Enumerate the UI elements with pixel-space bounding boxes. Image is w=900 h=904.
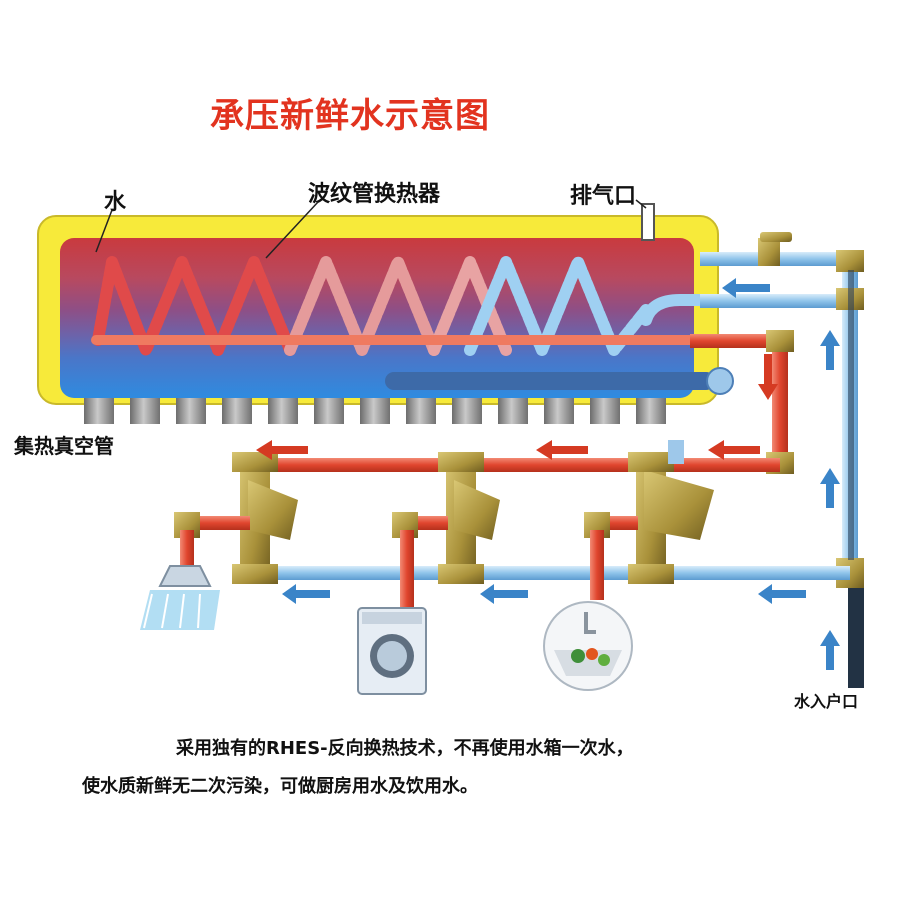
pipe-hot-down	[772, 340, 788, 462]
label-water: 水	[104, 190, 127, 215]
vent-pipe	[641, 203, 655, 241]
pipe-inlet	[848, 588, 864, 688]
pipe-cold-mid	[700, 294, 850, 308]
label-heat-exchanger: 波纹管换热器	[308, 182, 441, 207]
mixer-valve-1	[232, 452, 298, 584]
pipe-hot-main	[250, 458, 780, 472]
pipe-hot-out	[690, 334, 780, 348]
mixer-valve-2	[438, 452, 500, 584]
hot-flow-arrows	[256, 354, 778, 460]
label-vent: 排气口	[570, 184, 637, 209]
diagram-title: 承压新鲜水示意图	[210, 96, 490, 136]
description-line-2: 使水质新鲜无二次污染，可做厨房用水及饮用水。	[82, 776, 478, 797]
top-faucet	[758, 232, 792, 266]
manifold-bar	[385, 372, 715, 390]
shower-icon	[140, 565, 220, 630]
kitchen-sink-icon	[543, 601, 633, 691]
cold-flow-arrows	[282, 278, 840, 670]
vacuum-tubes	[84, 398, 666, 424]
heat-exchanger-coil	[91, 256, 726, 356]
washing-machine-icon	[357, 607, 427, 695]
pipe-cold-main	[250, 566, 850, 580]
label-water-inlet: 水入户口	[794, 692, 859, 711]
description-line-1: 采用独有的RHES-反向换热技术，不再使用水箱一次水，	[176, 738, 634, 759]
mixer-valve-3	[628, 440, 714, 584]
manifold-cap	[706, 367, 734, 395]
label-vacuum-tubes: 集热真空管	[14, 434, 114, 458]
